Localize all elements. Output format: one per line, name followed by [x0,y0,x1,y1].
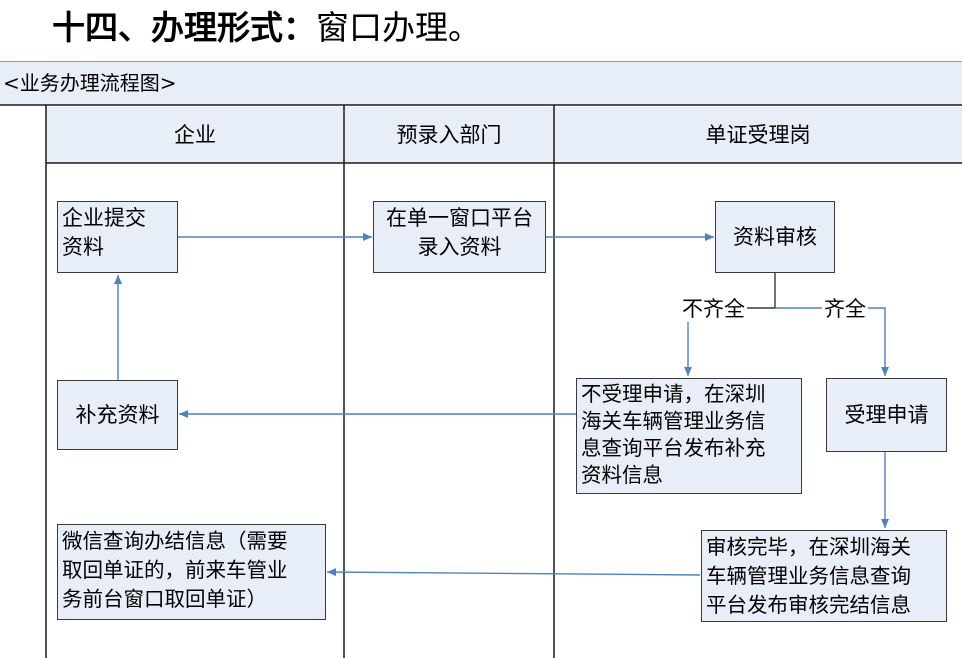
node-reject: 不受理申请，在深圳 海关车辆管理业务信 息查询平台发布补充 资料信息 [576,378,802,494]
node-complete-line: 车辆管理业务信息查询 [706,564,911,588]
node-entry: 在单一窗口平台 录入资料 [373,201,546,273]
node-reject-line: 息查询平台发布补充 [581,436,766,460]
node-review-line: 资料审核 [733,224,817,249]
node-wechat: 微信查询办结信息（需要 取回单证的，前来车管业 务前台窗口取回单证） [57,524,326,620]
node-entry-line: 在单一窗口平台 [386,206,533,230]
node-submit: 企业提交 资料 [57,201,178,273]
swimlane-grid [0,104,962,658]
edge-label-complete: 齐全 [822,296,868,322]
edge-label-incomplete: 不齐全 [680,296,747,322]
edge-review-to-accept [775,307,889,376]
node-complete-line: 平台发布审核完结信息 [706,593,911,617]
heading-value: 窗口办理。 [316,8,481,47]
heading-label: 十四、办理形式： [52,8,316,47]
node-complete-line: 审核完毕，在深圳海关 [706,535,911,559]
node-wechat-line: 微信查询办结信息（需要 [62,529,288,553]
node-submit-line: 资料 [62,235,104,259]
node-supplement: 补充资料 [57,380,178,450]
node-accept-line: 受理申请 [844,402,929,427]
lane-header-acceptance: 单证受理岗 [554,107,962,163]
node-review: 资料审核 [715,201,835,273]
edge-complete-to-wechat [326,568,701,577]
node-reject-line: 海关车辆管理业务信 [581,409,766,433]
node-submit-line: 企业提交 [62,206,146,230]
node-supplement-line: 补充资料 [75,402,160,427]
node-entry-line: 录入资料 [417,235,502,259]
lane-header-entry: 预录入部门 [344,107,554,163]
node-reject-line: 资料信息 [581,463,663,487]
node-accept: 受理申请 [826,378,947,452]
node-complete: 审核完毕，在深圳海关 车辆管理业务信息查询 平台发布审核完结信息 [701,530,947,622]
diagram-title: <业务办理流程图> [0,61,962,105]
node-wechat-line: 取回单证的，前来车管业 [62,558,288,582]
node-reject-line: 不受理申请，在深圳 [581,382,766,406]
section-heading: 十四、办理形式：窗口办理。 [52,0,481,56]
lane-header-enterprise: 企业 [46,107,344,163]
node-wechat-line: 务前台窗口取回单证） [62,587,267,611]
